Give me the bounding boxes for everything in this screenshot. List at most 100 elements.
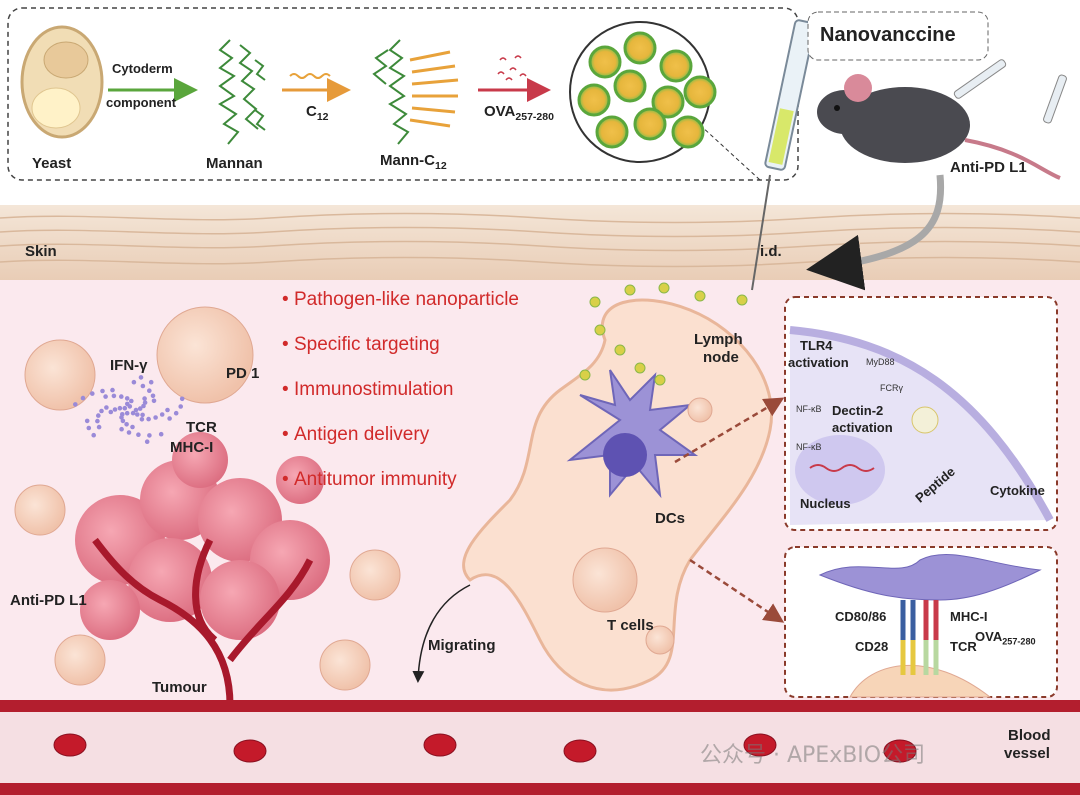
lymph-nanoparticle [589, 296, 601, 308]
nanoparticle [683, 75, 717, 109]
ifn-particle [159, 412, 165, 417]
label-lymph: Lymph [694, 331, 743, 348]
lymph-nanoparticle [634, 362, 646, 374]
ifn-particle [148, 379, 154, 385]
mannan-structure [218, 39, 266, 145]
bullet-item: •Antigen delivery [282, 424, 430, 445]
nanoparticle [659, 49, 693, 83]
ifn-particle [104, 405, 109, 410]
ifn-particle [135, 412, 140, 417]
ifn-particle [131, 379, 137, 385]
red-blood-cell [883, 739, 917, 763]
ifn-gamma-particles [73, 375, 185, 445]
nanoparticle [671, 115, 705, 149]
label-nucleus: Nucleus [800, 496, 851, 511]
ifn-particle [125, 401, 130, 407]
ifn-particle [129, 398, 134, 404]
skin-layer [0, 205, 1080, 280]
dc-inset-arrow [674, 397, 785, 464]
label-dectin2-activation: activation [832, 420, 893, 435]
label-anti-pdl1: Anti-PD L1 [10, 592, 87, 609]
syringe-central [751, 19, 816, 291]
ifn-particle [150, 393, 156, 399]
red-blood-cell [563, 739, 597, 763]
red-blood-cell [743, 733, 777, 757]
ifn-particle [151, 398, 157, 404]
inset-tcell-activation [784, 546, 1058, 698]
label-fcr: FCRγ [880, 383, 903, 393]
label-blood: Blood [1008, 727, 1051, 744]
label-mannan: Mannan [206, 155, 263, 172]
ifn-particle [119, 394, 124, 399]
label-tumour: Tumour [152, 679, 207, 696]
nanoparticle [623, 31, 657, 65]
ifn-particle [142, 400, 148, 405]
ifn-particle [100, 388, 105, 394]
lymph-nanoparticle [654, 374, 666, 386]
ova-peptides [497, 55, 527, 81]
lymph-nanoparticle [579, 369, 591, 381]
nanovaccine-box [807, 11, 989, 61]
blood-vessel [0, 700, 1080, 795]
bullet-item: •Immunostimulation [282, 379, 454, 400]
ifn-particle [86, 425, 92, 431]
label-tlr4-activation: activation [788, 355, 849, 370]
label-tcr-inset: TCR [950, 639, 977, 654]
ifn-particle [84, 418, 90, 424]
ifn-particle [112, 407, 118, 412]
ifn-particle [124, 410, 130, 416]
ifn-particle [133, 407, 139, 413]
bullet-item: •Antitumor immunity [282, 469, 457, 490]
label-yeast: Yeast [32, 155, 72, 172]
ifn-particle [119, 426, 124, 432]
t-cells [14, 306, 401, 691]
lymph-nanoparticle [658, 282, 670, 294]
label-tlr4: TLR4 [800, 338, 833, 353]
ifn-particle [73, 402, 78, 407]
nanoparticle [595, 115, 629, 149]
ifn-particle [165, 407, 170, 413]
ifn-particle [108, 409, 114, 415]
label-cytoderm: Cytoderm [112, 61, 173, 76]
label-dcs: DCs [655, 510, 686, 527]
nanoparticle [651, 85, 685, 119]
label-tcr: TCR [186, 419, 217, 436]
label-nfkb-2: NF-κB [796, 442, 822, 452]
label-node: node [703, 349, 739, 366]
lymph-node [462, 298, 773, 692]
ifn-particle [96, 413, 101, 418]
t-cell-lymph [572, 397, 713, 655]
ifn-particle [111, 393, 117, 399]
bullet-item: •Specific targeting [282, 334, 440, 355]
label-migrating: Migrating [428, 637, 496, 654]
label-cd28: CD28 [855, 639, 889, 654]
lymph-nanoparticle [736, 294, 748, 306]
ifn-particle [142, 396, 147, 401]
ifn-particle [124, 422, 129, 427]
lymph-nanoparticle [624, 284, 636, 296]
label-dectin2: Dectin-2 [832, 403, 884, 418]
red-blood-cell [423, 733, 457, 757]
ifn-particle [146, 416, 151, 422]
ifn-particle [139, 417, 145, 422]
ifn-particle [126, 430, 132, 435]
nanoparticle [613, 69, 647, 103]
label-t-cells: T cells [607, 617, 654, 634]
ifn-particle [138, 375, 144, 380]
ifn-particle [117, 405, 123, 411]
migrating-arrow [412, 584, 471, 683]
lymph-nanoparticle [614, 344, 626, 356]
ifn-particle [140, 383, 146, 389]
label-vessel: vessel [1004, 745, 1050, 762]
label-anti-pdl1-mouse: Anti-PD L1 [950, 159, 1027, 176]
ifn-particle [147, 388, 152, 394]
c12-chain [289, 73, 331, 79]
red-blood-cell [53, 733, 87, 757]
mann-c12-structure [372, 39, 459, 145]
label-nfkb-1: NF-κB [796, 404, 822, 414]
watermark: 公众号 · APExBIO公司 [700, 743, 926, 768]
id-arrow [806, 174, 945, 291]
ifn-particle [167, 416, 172, 421]
